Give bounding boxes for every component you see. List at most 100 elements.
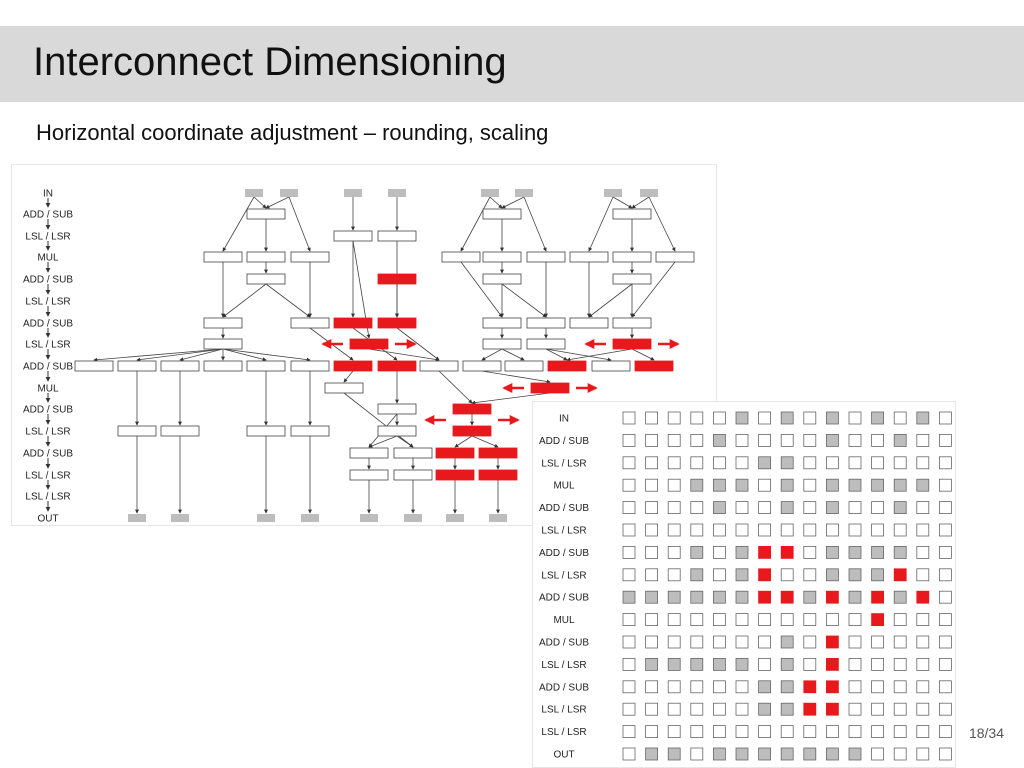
grid-stage-label: IN [559,414,569,425]
grid-cell-occupied [893,501,907,514]
grid-cell-occupied [848,747,862,761]
page-number: 18/34 [968,725,1004,741]
operation-node [246,273,286,285]
grid-cell-occupied [690,590,704,604]
graph-edge [631,261,676,318]
grid-cell-empty [712,456,726,470]
grid-cell-adjusted [871,590,885,604]
grid-cell-empty [712,680,726,694]
operation-node [349,447,389,459]
grid-cell-empty [938,456,952,470]
grid-cell-occupied [780,635,794,649]
grid-cell-empty [938,478,952,492]
grid-cell-empty [690,613,704,627]
operation-node [74,360,114,372]
graph-edge [471,392,551,405]
grid-stage-label: ADD / SUB [539,548,589,559]
grid-cell-empty [712,613,726,627]
grid-cell-occupied [871,545,885,559]
operation-node [482,317,522,329]
grid-cell-empty [667,613,681,627]
operation-node [482,273,522,285]
grid-cell-adjusted [916,590,930,604]
adjusted-node [435,447,475,459]
grid-cell-occupied [893,590,907,604]
grid-cell-empty [758,725,772,739]
grid-stage-label: ADD / SUB [539,682,589,693]
grid-cell-adjusted [825,635,839,649]
grid-cell-empty [938,657,952,671]
graph-edge [343,392,414,448]
grid-cell-occupied [667,657,681,671]
operation-node [612,273,652,285]
graph-edge [368,348,440,362]
grid-cell-occupied [848,478,862,492]
grid-cell-empty [645,478,658,492]
grid-cell-empty [938,725,952,739]
grid-stage-label: LSL / LSR [541,660,586,671]
grid-cell-empty [622,523,636,537]
grid-cell-empty [803,657,817,671]
adjusted-node [612,338,652,350]
operation-node [377,403,417,415]
graph-edge [545,348,568,361]
grid-cell-occupied [645,747,658,761]
graph-edges [93,196,676,514]
grid-cell-empty [780,725,794,739]
stage-label: ADD / SUB [23,210,73,221]
io-node [481,189,499,197]
grid-cell-occupied [712,434,726,447]
grid-cell-empty [622,434,636,447]
graph-edge [471,435,499,448]
operation-node [246,425,286,437]
grid-cell-occupied [780,456,794,470]
grid-cell-occupied [758,456,772,470]
grid-cell-occupied [825,501,839,514]
grid-cell-occupied [667,747,681,761]
grid-stage-label: LSL / LSR [541,727,586,738]
grid-cell-empty [690,434,704,447]
grid-cell-empty [667,545,681,559]
grid-cell-empty [938,411,952,425]
operation-node [526,338,566,350]
grid-cell-empty [758,478,772,492]
grid-cell-empty [871,501,885,514]
grid-cell-occupied [690,478,704,492]
grid-stage-label: LSL / LSR [541,570,586,581]
grid-cell-empty [622,478,636,492]
grid-cell-empty [916,613,930,627]
grid-cell-empty [758,635,772,649]
grid-cell-occupied [712,501,726,514]
grid-cell-empty [916,747,930,761]
grid-cell-empty [735,434,749,447]
graph-edge [222,196,255,252]
operation-node [246,360,286,372]
operation-node [377,425,417,437]
io-node [489,514,507,522]
grid-cell-empty [667,434,681,447]
graph-edge [460,261,503,318]
grid-cell-empty [938,635,952,649]
adjusted-node [452,425,492,437]
graph-edge [179,348,224,362]
operation-node [203,251,243,263]
grid-cell-empty [938,501,952,514]
io-node [404,514,422,522]
grid-cell-empty [735,635,749,649]
grid-cell-empty [825,456,839,470]
grid-cell-occupied [758,680,772,694]
graph-edge [648,196,676,252]
grid-cell-empty [938,680,952,694]
graph-edge [501,283,547,318]
stage-label: LSL / LSR [25,427,70,438]
grid-cell-empty [848,456,862,470]
graph-edge [222,283,267,318]
graph-edge [631,348,655,361]
grid-cell-adjusted [825,680,839,694]
grid-cell-occupied [735,590,749,604]
grid-cell-empty [871,657,885,671]
grid-cell-empty [690,456,704,470]
grid-cells [622,411,952,761]
grid-cell-empty [712,725,726,739]
